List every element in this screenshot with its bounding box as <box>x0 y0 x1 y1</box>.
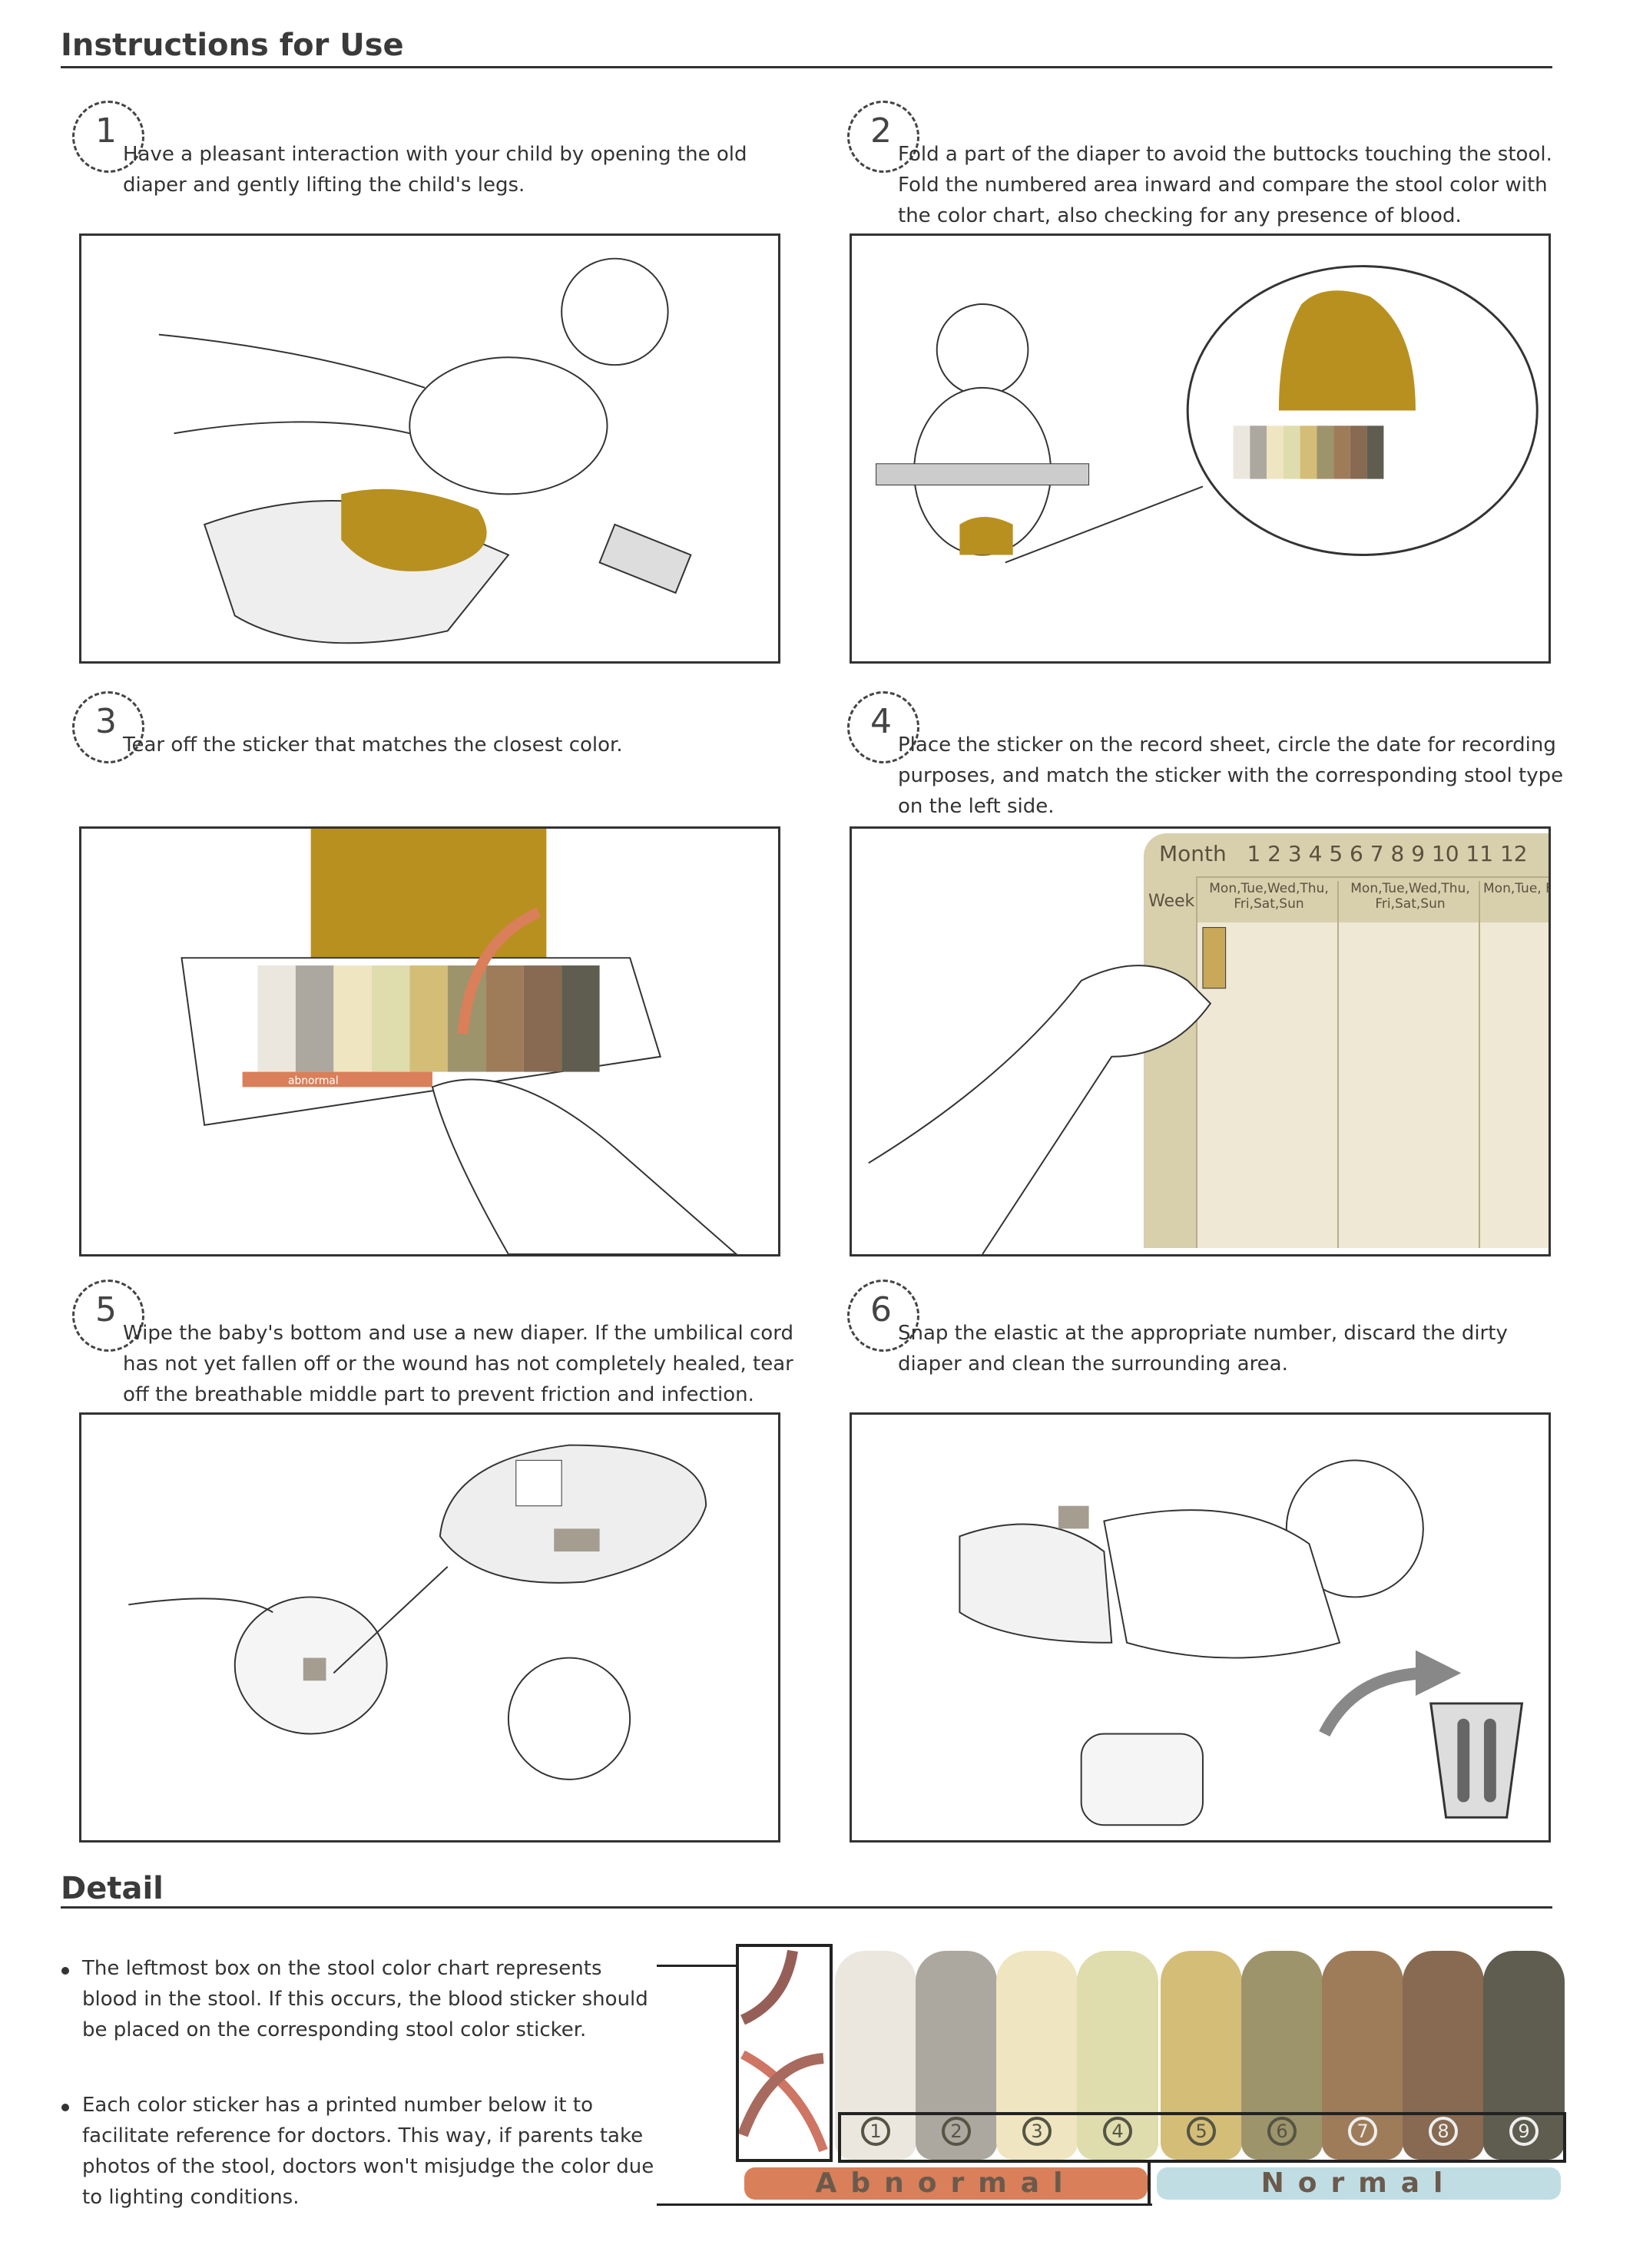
step-number: 6 <box>870 1290 892 1329</box>
mini-swatch <box>1366 425 1384 479</box>
mini-swatch <box>1350 425 1367 479</box>
step-number: 3 <box>95 702 117 741</box>
normal-label: Normal <box>1157 2167 1561 2200</box>
mini-swatch <box>409 965 448 1072</box>
mini-swatch <box>371 965 410 1072</box>
color-swatch-8: 8 <box>1403 1951 1484 2160</box>
color-swatch-3: 3 <box>996 1951 1078 2160</box>
week-column[interactable]: Mon,Tue,Wed,Thu, Fri,Sat,Sun <box>1201 881 1339 1248</box>
bullet-dot <box>61 2104 69 2111</box>
mini-swatch <box>485 965 524 1072</box>
mini-swatch <box>295 965 334 1072</box>
detail-bullet: Each color sticker has a printed number … <box>61 2090 661 2213</box>
step-number-circle <box>72 1280 144 1352</box>
abnormal-label: abnormal <box>288 1074 339 1087</box>
abnormal-label: Abnormal <box>744 2167 1148 2200</box>
illustration-step-5 <box>79 1412 780 1843</box>
swatch-number: 4 <box>1103 2117 1132 2146</box>
color-swatch-6: 6 <box>1241 1951 1323 2160</box>
leader-line <box>657 1965 736 1967</box>
bullet-dot <box>61 1967 69 1975</box>
mini-swatch <box>1317 425 1334 479</box>
blood-mark-icon <box>737 1949 828 2152</box>
illustration-step-1 <box>79 233 780 664</box>
mini-swatch <box>1250 425 1267 479</box>
step-number-circle <box>72 101 144 173</box>
step-number-circle <box>847 101 919 173</box>
bullet-text: Each color sticker has a printed number … <box>82 2094 654 2209</box>
step-number: 4 <box>870 702 892 741</box>
color-swatch-5: 5 <box>1161 1951 1242 2160</box>
step-text: Wipe the baby's bottom and use a new dia… <box>123 1322 793 1406</box>
week-column[interactable]: Mon,Tue, Fri,Sa <box>1483 881 1549 896</box>
step-number: 1 <box>95 111 117 151</box>
swatch-number: 7 <box>1348 2117 1377 2146</box>
leader-line <box>657 2203 1152 2206</box>
step-text: Fold a part of the diaper to avoid the b… <box>898 143 1552 227</box>
leader-line <box>1148 2160 1151 2206</box>
week-column[interactable]: Mon,Tue,Wed,Thu, Fri,Sat,Sun <box>1342 881 1480 1248</box>
step-text: Place the sticker on the record sheet, c… <box>898 733 1564 818</box>
illustration-step-4: Month 1 2 3 4 5 6 7 8 9 10 11 12 Week Mo… <box>850 826 1551 1257</box>
step-number: 2 <box>870 111 892 151</box>
bullet-text: The leftmost box on the stool color char… <box>82 1957 648 2041</box>
mini-swatch <box>333 965 372 1072</box>
mini-swatch <box>1283 425 1300 479</box>
mini-swatch <box>1267 425 1284 479</box>
month-label: Month <box>1159 841 1227 866</box>
swatch-number: 5 <box>1187 2117 1216 2146</box>
illustration-step-3: abnormal <box>79 826 780 1257</box>
color-swatch-1: 1 <box>835 1951 916 2160</box>
color-swatch-7: 7 <box>1322 1951 1403 2160</box>
mini-swatch <box>561 965 600 1072</box>
mini-swatch <box>523 965 562 1072</box>
record-sheet: Month 1 2 3 4 5 6 7 8 9 10 11 12 Week Mo… <box>1144 833 1549 1248</box>
step-text: Snap the elastic at the appropriate numb… <box>898 1322 1508 1376</box>
step-number-circle <box>847 1280 919 1352</box>
mini-swatch <box>257 965 296 1072</box>
swatch-number: 2 <box>942 2117 971 2146</box>
detail-divider <box>61 1906 1552 1909</box>
step-number-circle <box>72 691 144 763</box>
swatch-number: 3 <box>1022 2117 1052 2146</box>
swatch-number: 8 <box>1429 2117 1458 2146</box>
detail-bullet: The leftmost box on the stool color char… <box>61 1953 661 2045</box>
title-divider <box>61 66 1552 68</box>
step-number-circle <box>847 691 919 763</box>
mini-swatch <box>1300 425 1317 479</box>
color-swatch-4: 4 <box>1077 1951 1158 2160</box>
illustration-step-6 <box>850 1412 1551 1843</box>
illustration-step-2 <box>850 233 1551 664</box>
swatch-number: 1 <box>861 2117 890 2146</box>
page-title: Instructions for Use <box>61 28 404 63</box>
step-text: Have a pleasant interaction with your ch… <box>123 143 747 197</box>
number-bracket <box>838 2112 1566 2163</box>
step-number: 5 <box>95 1290 117 1329</box>
month-numbers[interactable]: 1 2 3 4 5 6 7 8 9 10 11 12 <box>1247 841 1528 866</box>
color-swatch-9: 9 <box>1483 1951 1565 2160</box>
swatch-number: 6 <box>1267 2117 1297 2146</box>
step-text: Tear off the sticker that matches the cl… <box>123 733 623 757</box>
color-swatch-2: 2 <box>916 1951 997 2160</box>
mini-swatch <box>1233 425 1250 479</box>
swatch-number: 9 <box>1509 2117 1539 2146</box>
detail-title: Detail <box>61 1871 164 1906</box>
blood-sticker-box <box>736 1944 833 2162</box>
week-label: Week <box>1148 892 1195 911</box>
mini-swatch <box>1333 425 1350 479</box>
